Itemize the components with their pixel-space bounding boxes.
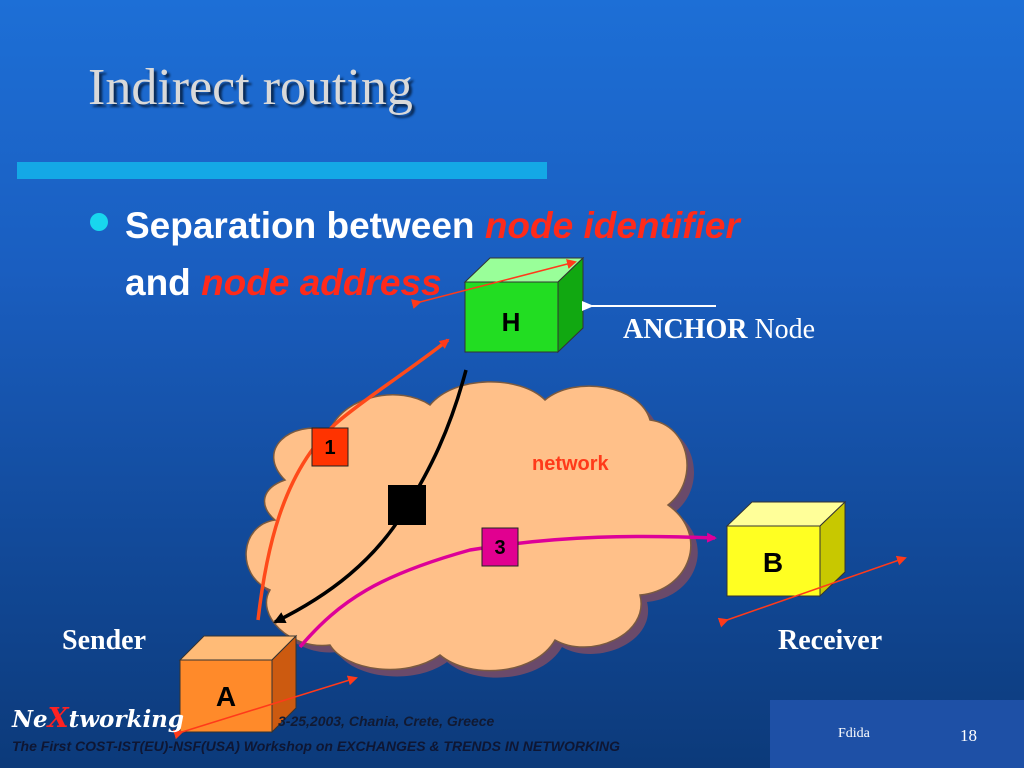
- address-arrow-h: [411, 259, 577, 309]
- bullet-highlight-node-address: node address: [201, 262, 442, 303]
- cloud-label: network: [532, 453, 610, 475]
- node-b: B: [725, 500, 847, 598]
- step-3-box: [481, 527, 519, 567]
- logo-x: X: [47, 703, 69, 734]
- anchor-label-bold: ANCHOR: [623, 314, 748, 345]
- step-1-box: [311, 427, 349, 467]
- step-2-box: [388, 485, 426, 525]
- address-arrow-b: [717, 555, 907, 628]
- step-1-label: 1: [324, 437, 335, 459]
- networking-logo: NeXtworking: [12, 703, 184, 734]
- bullet-text: Separation between node identifier and n…: [125, 197, 945, 311]
- receiver-label: Receiver: [778, 625, 883, 656]
- footer-author: Fdida: [838, 726, 870, 741]
- bullet-text-part-1: Separation between: [125, 205, 475, 246]
- bullet-text-part-2: and: [125, 262, 191, 303]
- bullet-highlight-node-identifier: node identifier: [484, 205, 740, 246]
- step-3-label: 3: [494, 537, 505, 559]
- footer-date-location: 3-25,2003, Chania, Crete, Greece: [278, 713, 495, 729]
- footer-workshop-title: The First COST-IST(EU)-NSF(USA) Workshop…: [12, 738, 620, 754]
- footer-right-panel: [770, 700, 1024, 768]
- network-cloud: [245, 381, 692, 672]
- logo-suffix: tworking: [68, 706, 184, 733]
- sender-label: Sender: [62, 625, 146, 656]
- node-h: H: [463, 256, 585, 354]
- title-underline-bar: [17, 162, 547, 179]
- path-3-arrow: [298, 532, 717, 649]
- anchor-node-label: ANCHOR Node: [623, 314, 815, 346]
- node-h-label: H: [502, 307, 521, 337]
- slide-title: Indirect routing: [88, 59, 413, 116]
- logo-prefix: Ne: [12, 706, 48, 733]
- page-number: 18: [960, 726, 977, 745]
- anchor-label-node: Node: [754, 314, 816, 345]
- node-a-label: A: [216, 681, 236, 712]
- node-b-label: B: [763, 547, 783, 578]
- bullet-dot-icon: [90, 213, 108, 231]
- address-arrow-a: [172, 675, 358, 740]
